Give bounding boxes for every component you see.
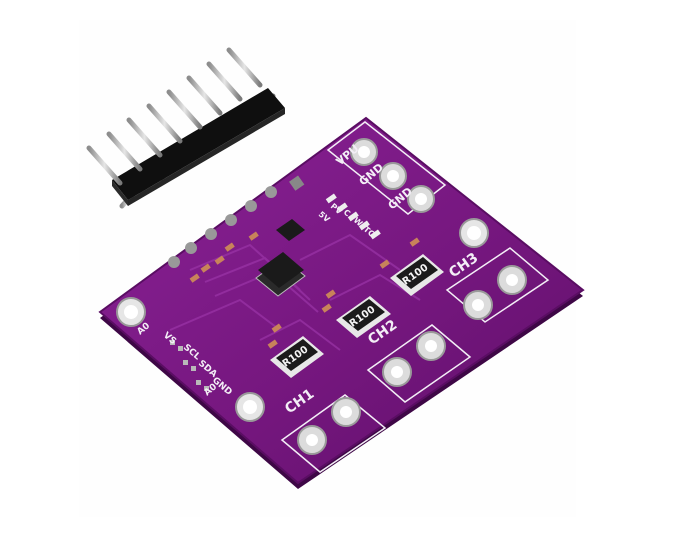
terminal-pad	[382, 357, 412, 387]
terminal-pad	[297, 425, 327, 455]
terminal-pad	[497, 265, 527, 295]
header-pad	[289, 175, 305, 191]
power-terminal-pads	[326, 121, 447, 215]
mounting-holes	[116, 218, 489, 422]
header-pad	[225, 214, 237, 226]
ch1-terminal	[280, 394, 387, 473]
header-pad	[168, 256, 180, 268]
smd-components	[189, 231, 420, 349]
shunt-resistor-2: R100	[336, 296, 391, 338]
terminal-pad	[463, 290, 493, 320]
pin-header	[86, 47, 285, 209]
sensor-chip	[255, 252, 306, 297]
ch2-terminal	[366, 324, 472, 403]
header-pad	[245, 200, 257, 212]
header-pad	[205, 228, 217, 240]
terminal-pad	[407, 185, 435, 213]
mounting-hole	[459, 218, 489, 248]
pcb-board	[98, 116, 585, 489]
header-pad	[265, 186, 277, 198]
status-leds	[325, 193, 381, 240]
shunt-resistor-1: R100	[270, 336, 324, 378]
terminal-pad	[416, 331, 446, 361]
small-chip	[276, 219, 305, 241]
ch3-terminal	[445, 247, 550, 323]
header-pads	[168, 175, 305, 268]
mounting-hole	[116, 297, 146, 327]
header-pad	[185, 242, 197, 254]
terminal-pad	[379, 162, 407, 190]
header-pins-top	[86, 47, 263, 186]
terminal-pad	[331, 397, 361, 427]
address-jumpers	[170, 340, 209, 391]
label-led-c: C	[342, 208, 352, 219]
terminal-pad	[350, 138, 378, 166]
mounting-hole	[235, 392, 265, 422]
shunt-resistor-3: R100	[390, 254, 444, 296]
